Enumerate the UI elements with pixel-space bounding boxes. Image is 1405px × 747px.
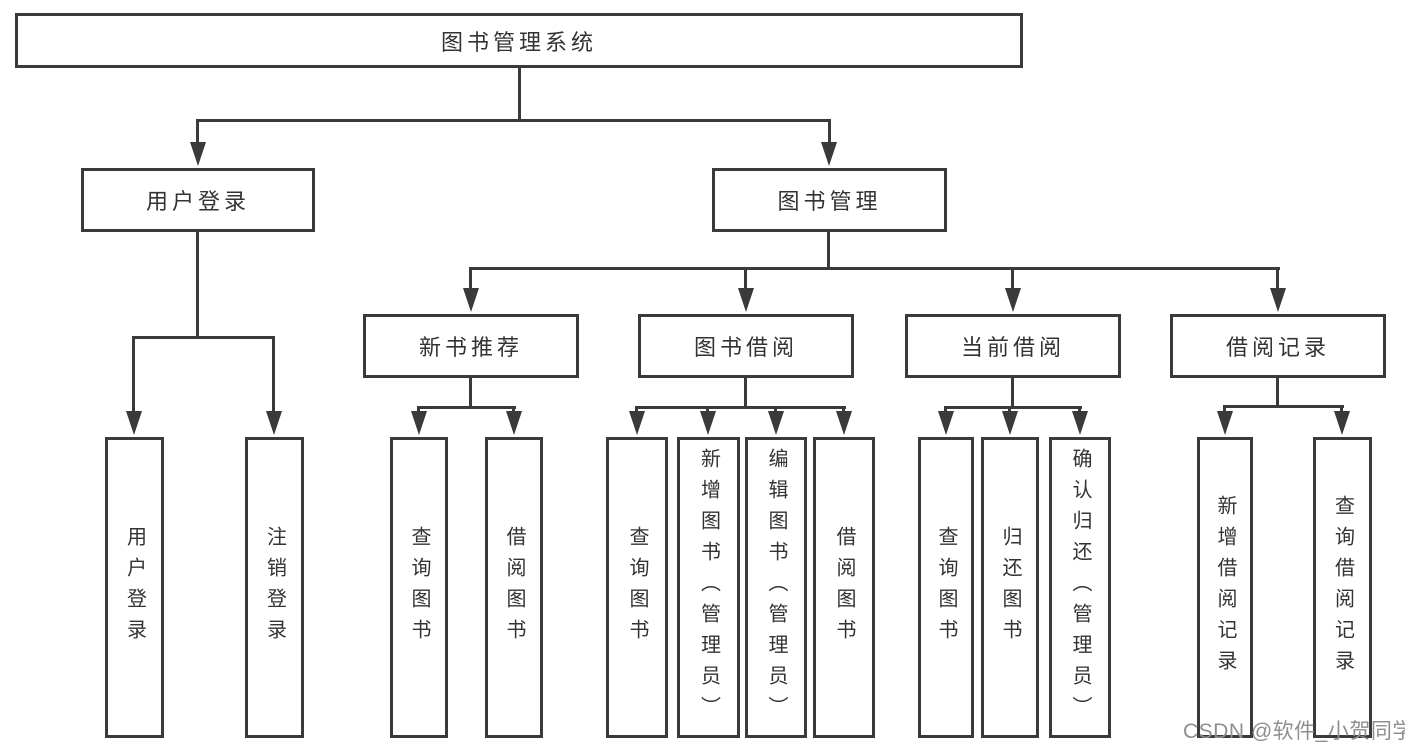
connector-stem (1340, 405, 1343, 414)
connector-stem (842, 406, 845, 414)
connector-stem-user-login (196, 119, 199, 147)
leaf-borrow-books-recommend: 借阅图书 (485, 437, 543, 738)
arrowhead-icon (411, 411, 427, 435)
node-book-management: 图书管理 (712, 168, 947, 232)
arrowhead-icon (463, 288, 479, 312)
node-borrow-records: 借阅记录 (1170, 314, 1386, 378)
node-label: 确认归还（管理员） (1069, 448, 1091, 727)
connector-root-branch (197, 119, 831, 122)
connector-currentborrow-drop (1011, 378, 1014, 409)
node-label: 注销登录 (263, 525, 286, 650)
node-label: 图书借阅 (693, 335, 798, 360)
connector-stem (1223, 405, 1226, 414)
node-label: 归还图书 (999, 525, 1021, 650)
node-user-login: 用户登录 (81, 168, 315, 232)
connector-stem (944, 406, 947, 414)
node-label: 新增借阅记录 (1214, 494, 1236, 681)
node-label: 查询图书 (408, 525, 430, 650)
node-current-borrow: 当前借阅 (905, 314, 1121, 378)
node-label: 查询借阅记录 (1331, 494, 1354, 681)
arrowhead-icon (266, 411, 282, 435)
node-label: 编辑图书（管理员） (765, 448, 787, 727)
leaf-query-books-current: 查询图书 (918, 437, 974, 738)
node-label: 当前借阅 (960, 335, 1065, 360)
arrowhead-icon (821, 142, 837, 166)
leaf-user-login: 用户登录 (105, 437, 164, 738)
node-label: 用户登录 (123, 525, 146, 650)
node-label: 图书管理 (777, 189, 882, 214)
connector-stem (512, 406, 515, 414)
connector-bookmgmt-drop (827, 232, 830, 270)
connector-stem (132, 336, 135, 414)
arrowhead-icon (700, 411, 716, 435)
node-book-borrow: 图书借阅 (638, 314, 854, 378)
node-label: 新增图书（管理员） (697, 448, 720, 727)
leaf-query-books-recommend: 查询图书 (390, 437, 448, 738)
connector-stem (469, 267, 472, 291)
leaf-query-books-borrow: 查询图书 (606, 437, 668, 738)
node-label: 借阅图书 (833, 525, 855, 650)
connector-currentborrow-branch (944, 406, 1082, 409)
leaf-edit-books-admin: 编辑图书（管理员） (745, 437, 807, 738)
connector-stem (1078, 406, 1081, 414)
connector-stem (1276, 267, 1279, 291)
node-label: 查询图书 (935, 525, 957, 650)
leaf-confirm-return-admin: 确认归还（管理员） (1049, 437, 1111, 738)
connector-userlogin-branch (132, 336, 275, 339)
leaf-borrow-books: 借阅图书 (813, 437, 875, 738)
arrowhead-icon (738, 288, 754, 312)
arrowhead-icon (1002, 411, 1018, 435)
arrowhead-icon (126, 411, 142, 435)
leaf-return-books: 归还图书 (981, 437, 1039, 738)
connector-newbook-drop (469, 378, 472, 409)
connector-stem (417, 406, 420, 414)
arrowhead-icon (190, 142, 206, 166)
arrowhead-icon (1334, 411, 1350, 435)
leaf-logout: 注销登录 (245, 437, 304, 738)
node-label: 查询图书 (626, 525, 648, 650)
connector-stem-book-mgmt (828, 119, 831, 147)
connector-newbook-branch (417, 406, 516, 409)
node-library-management-system: 图书管理系统 (15, 13, 1023, 68)
connector-records-branch (1223, 405, 1344, 408)
connector-stem (1011, 267, 1014, 291)
connector-root-drop (518, 68, 521, 120)
arrowhead-icon (1217, 411, 1233, 435)
node-new-book-recommend: 新书推荐 (363, 314, 579, 378)
node-label: 用户登录 (145, 189, 250, 214)
connector-records-drop (1276, 378, 1279, 408)
connector-bookborrow-drop (744, 378, 747, 409)
connector-bookborrow-branch (635, 406, 846, 409)
arrowhead-icon (836, 411, 852, 435)
connector-bookmgmt-branch (469, 267, 1280, 270)
arrowhead-icon (938, 411, 954, 435)
node-label: 新书推荐 (418, 335, 523, 360)
arrowhead-icon (506, 411, 522, 435)
connector-stem (706, 406, 709, 414)
arrowhead-icon (1072, 411, 1088, 435)
connector-stem (272, 336, 275, 414)
node-label: 借阅图书 (503, 525, 525, 650)
connector-stem (635, 406, 638, 414)
node-label: 借阅记录 (1225, 335, 1330, 360)
connector-userlogin-drop (196, 232, 199, 339)
connector-stem (774, 406, 777, 414)
arrowhead-icon (1005, 288, 1021, 312)
leaf-add-borrow-record: 新增借阅记录 (1197, 437, 1253, 738)
arrowhead-icon (629, 411, 645, 435)
leaf-query-borrow-record: 查询借阅记录 (1313, 437, 1372, 738)
connector-stem (744, 267, 747, 291)
csdn-watermark: CSDN @软件_小贺同学 (1183, 720, 1405, 743)
node-label: 图书管理系统 (440, 29, 597, 55)
arrowhead-icon (1270, 288, 1286, 312)
arrowhead-icon (768, 411, 784, 435)
connector-stem (1008, 406, 1011, 414)
leaf-add-books-admin: 新增图书（管理员） (677, 437, 740, 738)
